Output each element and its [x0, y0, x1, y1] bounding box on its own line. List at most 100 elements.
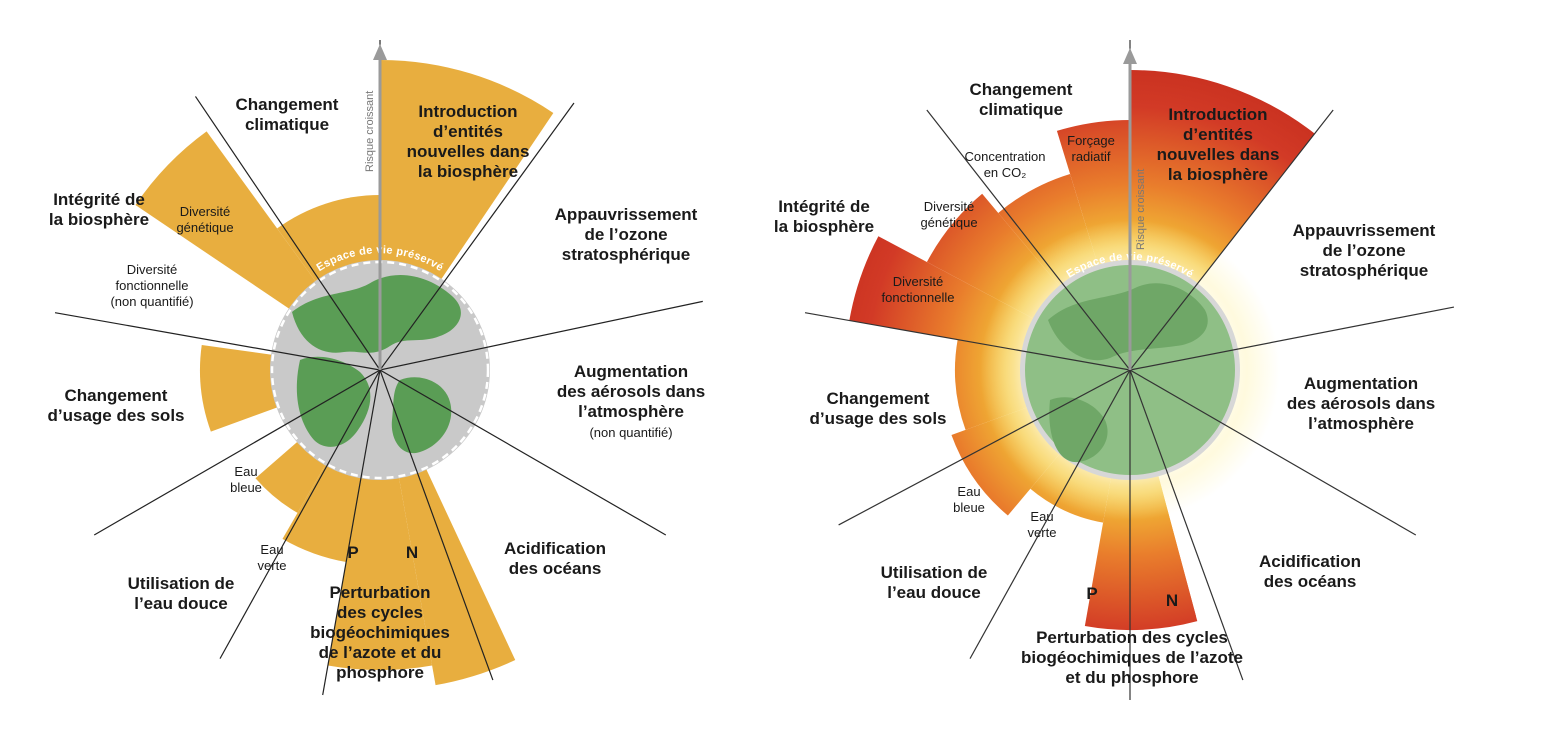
- left-label-acidification-line: des océans: [509, 559, 602, 578]
- left-label-land-use-line: Changement: [65, 386, 168, 405]
- left-label-novel-entities-line: d’entités: [433, 122, 503, 141]
- right-divider-line: [926, 109, 1131, 371]
- right-label-green-water-line: Eau: [1030, 509, 1053, 524]
- left-wedge: [327, 370, 433, 670]
- right-label-acidification-line: des océans: [1264, 572, 1357, 591]
- left-label-biogeo-line: de l’azote et du: [319, 643, 442, 662]
- right-label-biosphere-line: Intégrité de: [778, 197, 870, 216]
- right-label-ozone-line: de l’ozone: [1322, 241, 1405, 260]
- left-label-nitrogen: N: [406, 543, 418, 562]
- left-label-genetic-diversity-line: Diversité: [180, 204, 231, 219]
- right-risk-axis: Risque croissant: [1123, 48, 1147, 370]
- left-divider-line: [379, 102, 575, 371]
- right-label-climate-line: climatique: [979, 100, 1063, 119]
- right-land-africa-shape: [1049, 397, 1108, 463]
- right-label-aerosols-line: l’atmosphère: [1308, 414, 1414, 433]
- right-label-co2-line: en CO₂: [984, 165, 1027, 180]
- left-label-biogeo-line: phosphore: [336, 663, 424, 682]
- right-label-blue-water-line: Eau: [957, 484, 980, 499]
- left-divider-line: [379, 369, 494, 681]
- right-label-genetic-diversity-line: génétique: [920, 215, 977, 230]
- left-label-acidification-line: Acidification: [504, 539, 606, 558]
- left-label-functional-diversity-line: (non quantifié): [110, 294, 193, 309]
- right-divider-line: [1129, 306, 1455, 371]
- left-label-ozone-line: Appauvrissement: [555, 205, 698, 224]
- left-risk-axis: Risque croissant: [364, 44, 387, 370]
- right-divider-line: [838, 369, 1131, 526]
- left-globe: Espace de vie préservé: [270, 244, 490, 480]
- left-risk-axis-label: Risque croissant: [364, 91, 376, 172]
- left-label-aerosols-line: Augmentation: [574, 362, 688, 381]
- left-label-biogeo-line: des cycles: [337, 603, 423, 622]
- right-label-phosphorus: P: [1086, 584, 1097, 603]
- right-divider-line: [1129, 369, 1244, 681]
- right-label-novel-entities-line: nouvelles dans: [1157, 145, 1280, 164]
- right-label-blue-water-line: bleue: [953, 500, 985, 515]
- right-divider-line: [1129, 369, 1417, 536]
- right-label-acidification-line: Acidification: [1259, 552, 1361, 571]
- left-label-land-use-line: d’usage des sols: [48, 406, 185, 425]
- right-label-biogeo-line: Perturbation des cycles: [1036, 628, 1228, 647]
- left-label-biosphere-line: Intégrité de: [53, 190, 145, 209]
- right-label-biogeo-line: et du phosphore: [1065, 668, 1198, 687]
- left-label-aerosols-note: (non quantifié): [589, 425, 672, 440]
- left-label-ozone-line: stratosphérique: [562, 245, 690, 264]
- right-label-aerosols-line: des aérosols dans: [1287, 394, 1435, 413]
- right-label-green-water-line: verte: [1028, 525, 1057, 540]
- right-label-novel-entities-line: d’entités: [1183, 125, 1253, 144]
- right-label-forcing-line: Forçage: [1067, 133, 1115, 148]
- left-label-climate-line: climatique: [245, 115, 329, 134]
- left-label-functional-diversity-line: fonctionnelle: [116, 278, 189, 293]
- right-label-novel-entities-line: la biosphère: [1168, 165, 1268, 184]
- left-label-phosphorus: P: [347, 543, 358, 562]
- right-label-genetic-diversity-line: Diversité: [924, 199, 975, 214]
- right-label-biogeo-line: biogéochimiques de l’azote: [1021, 648, 1243, 667]
- left-label-aerosols-line: des aérosols dans: [557, 382, 705, 401]
- right-risk-arrow-icon: [1123, 48, 1137, 64]
- left-label-novel-entities-line: la biosphère: [418, 162, 518, 181]
- left-divider-line: [322, 369, 381, 696]
- left-label-freshwater-line: Utilisation de: [128, 574, 235, 593]
- left-land-asia-shape: [391, 377, 452, 454]
- left-divider-line: [54, 312, 381, 371]
- left-risk-arrow-icon: [373, 44, 387, 60]
- left-land-africa-shape: [296, 356, 371, 447]
- right-label-functional-diversity-line: Diversité: [893, 274, 944, 289]
- left-land-europe-shape: [292, 274, 461, 353]
- right-divider-line: [804, 312, 1131, 371]
- right-diagram: Espace de vie préservé Risque croissant …: [774, 40, 1455, 700]
- right-label-ozone-line: Appauvrissement: [1293, 221, 1436, 240]
- left-label-novel-entities-line: Introduction: [418, 102, 517, 121]
- right-divider-line: [969, 369, 1131, 659]
- right-label-co2-line: Concentration: [965, 149, 1046, 164]
- right-divider-line: [1129, 109, 1334, 371]
- right-label-land-use-line: d’usage des sols: [810, 409, 947, 428]
- right-label-nitrogen: N: [1166, 591, 1178, 610]
- left-divider-line: [93, 369, 381, 536]
- right-label-forcing-line: radiatif: [1071, 149, 1110, 164]
